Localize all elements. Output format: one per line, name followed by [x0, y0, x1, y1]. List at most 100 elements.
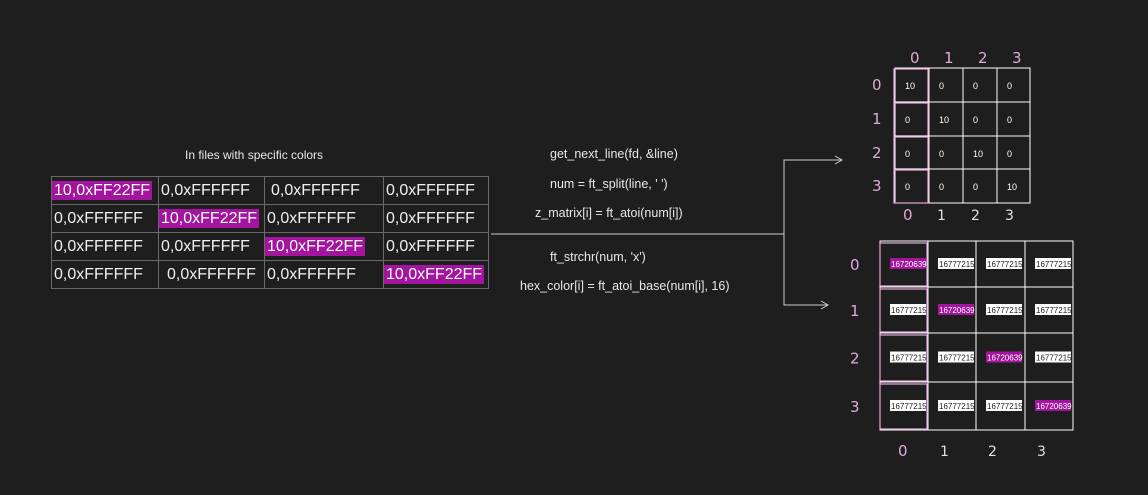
code-ft-split: num = ft_split(line, ' '): [550, 177, 668, 191]
z-matrix-value: 0: [939, 182, 944, 192]
z-col-index-bottom: 2: [971, 208, 980, 224]
table-cell: 0,0xFFFFFF: [51, 204, 159, 233]
color-matrix-highlight: [879, 334, 928, 382]
z-col-index-top: 2: [978, 49, 988, 67]
z-col-index-bottom: 0: [903, 206, 913, 224]
z-matrix-highlight: [893, 169, 929, 204]
file-content-table: 10,0xFF22FF 0,0xFFFFFF 0,0xFFFFFF 0,0xFF…: [51, 176, 489, 289]
z-col-index-top: 1: [944, 49, 954, 67]
color-row-index: 2: [850, 350, 860, 368]
color-value-bg: [890, 351, 926, 363]
table-cell: 10,0xFF22FF: [383, 260, 489, 289]
color-col-index: 2: [988, 444, 997, 460]
z-row-index: 0: [872, 76, 882, 94]
table-cell: 10,0xFF22FF: [264, 232, 384, 261]
color-col-index: 3: [1037, 444, 1046, 460]
z-col-index-bottom: 3: [1005, 208, 1014, 224]
arrowhead-icon: [834, 155, 844, 165]
color-value-bg: [1035, 351, 1071, 363]
code-ft-strchr: ft_strchr(num, 'x'): [550, 250, 646, 264]
table-cell: 0,0xFFFFFF: [383, 176, 489, 205]
z-matrix-value: 0: [905, 182, 910, 192]
z-matrix-value: 10: [939, 115, 949, 125]
color-matrix-value: 16777215: [939, 260, 975, 269]
z-row-index: 3: [872, 177, 882, 195]
z-matrix-value: 0: [973, 182, 978, 192]
color-value-bg: [1035, 304, 1071, 315]
color-matrix-value: 16777215: [891, 402, 927, 411]
z-matrix-value: 10: [973, 149, 983, 159]
color-value-bg: [1035, 258, 1071, 269]
table-row: 0,0xFFFFFF 0,0xFFFFFF 10,0xFF22FF 0,0xFF…: [51, 232, 489, 261]
z-matrix-value: 0: [905, 149, 910, 159]
color-matrix-value: 16777215: [1036, 306, 1072, 315]
code-get-next-line: get_next_line(fd, &line): [550, 147, 678, 161]
color-matrix-value: 16777215: [987, 402, 1023, 411]
arrow-to-z-matrix: [783, 159, 842, 234]
table-cell: 10,0xFF22FF: [158, 204, 265, 233]
color-value-bg: [938, 304, 974, 315]
color-value-bg: [986, 351, 1022, 363]
color-matrix-value: 16777215: [891, 354, 927, 363]
color-value-bg: [986, 258, 1022, 269]
table-row: 10,0xFF22FF 0,0xFFFFFF 0,0xFFFFFF 0,0xFF…: [51, 176, 489, 205]
z-row-index: 1: [872, 110, 882, 128]
z-matrix-value: 0: [939, 81, 944, 91]
color-value-bg: [986, 400, 1022, 411]
color-matrix-highlight: [879, 383, 928, 430]
color-value-bg: [986, 304, 1022, 315]
color-matrix-value: 16720639: [1036, 402, 1072, 411]
z-matrix-value: 0: [973, 81, 978, 91]
code-ft-atoi-base: hex_color[i] = ft_atoi_base(num[i], 16): [520, 279, 730, 293]
color-matrix-cell: [1024, 381, 1074, 431]
color-row-index: 3: [850, 398, 860, 416]
color-matrix-value: 16720639: [891, 260, 927, 269]
color-matrix-value: 16777215: [987, 260, 1023, 269]
table-row: 0,0xFFFFFF 10,0xFF22FF 0,0xFFFFFF 0,0xFF…: [51, 204, 489, 233]
color-matrix-value: 16777215: [939, 354, 975, 363]
color-matrix-value: 16720639: [939, 306, 975, 315]
arrowhead-icon: [820, 300, 830, 310]
table-cell: 0,0xFFFFFF: [264, 176, 384, 205]
z-col-index-bottom: 1: [937, 208, 946, 224]
table-cell: 0,0xFFFFFF: [383, 204, 489, 233]
color-row-index: 1: [850, 302, 860, 320]
color-col-index: 0: [898, 442, 908, 460]
color-value-bg: [938, 351, 974, 363]
table-cell: 0,0xFFFFFF: [158, 260, 265, 289]
z-col-index-top: 3: [1012, 49, 1022, 67]
z-col-index-top: 0: [910, 49, 920, 67]
z-matrix-value: 0: [973, 115, 978, 125]
arrow-to-color-matrix: [783, 234, 828, 306]
color-value-bg: [890, 400, 926, 411]
table-cell: 0,0xFFFFFF: [264, 204, 384, 233]
color-col-index: 1: [940, 444, 949, 460]
code-ft-atoi: z_matrix[i] = ft_atoi(num[i]): [535, 206, 683, 220]
z-matrix-cell: [996, 168, 1031, 204]
color-value-bg: [890, 258, 926, 269]
table-row: 0,0xFFFFFF 0,0xFFFFFF 0,0xFFFFFF 10,0xFF…: [51, 260, 489, 289]
z-matrix-value: 0: [1007, 115, 1012, 125]
color-value-bg: [938, 400, 974, 411]
table-cell: 0,0xFFFFFF: [383, 232, 489, 261]
z-matrix-value: 0: [1007, 149, 1012, 159]
z-matrix-value: 0: [1007, 81, 1012, 91]
z-matrix-value: 10: [905, 81, 915, 91]
color-row-index: 0: [850, 256, 860, 274]
color-value-bg: [938, 258, 974, 269]
color-value-bg: [1035, 400, 1071, 411]
color-matrix-value: 16777215: [987, 306, 1023, 315]
z-matrix-value: 0: [905, 115, 910, 125]
z-matrix-value: 10: [1007, 182, 1017, 192]
table-cell: 0,0xFFFFFF: [51, 260, 159, 289]
color-value-bg: [890, 304, 926, 315]
table-cell: 0,0xFFFFFF: [51, 232, 159, 261]
file-caption: In files with specific colors: [185, 148, 324, 162]
color-matrix-value: 16777215: [1036, 354, 1072, 363]
z-row-index: 2: [872, 144, 882, 162]
table-cell: 10,0xFF22FF: [51, 176, 159, 205]
color-matrix-value: 16777215: [1036, 260, 1072, 269]
